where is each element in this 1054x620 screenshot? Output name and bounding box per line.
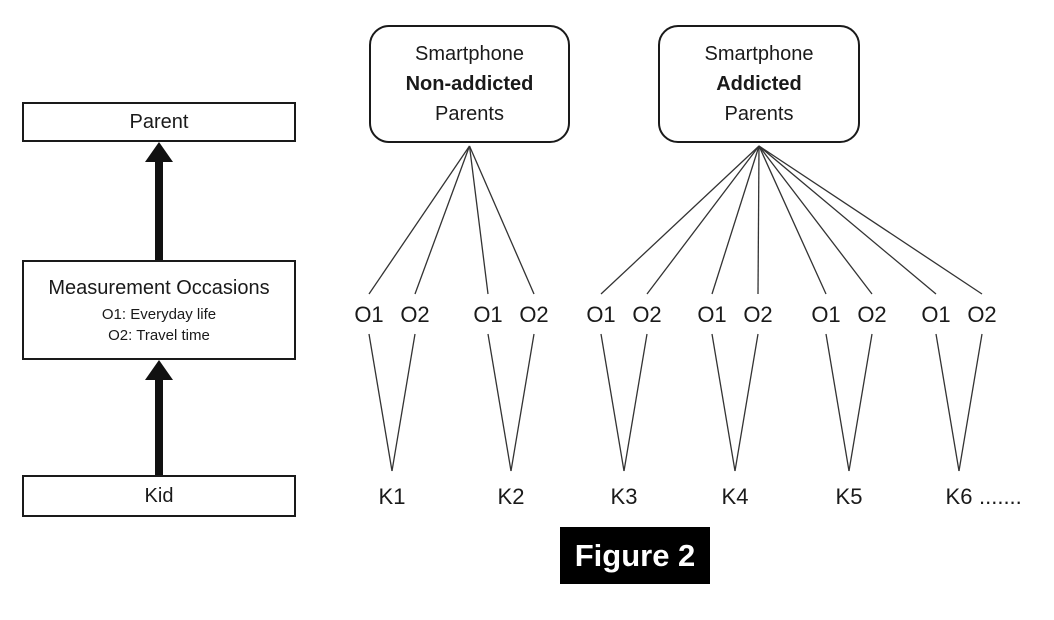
parent-box-label: Parent bbox=[129, 110, 189, 133]
connector-line bbox=[368, 145, 471, 295]
connector-line bbox=[510, 333, 535, 472]
kid-box: Kid bbox=[22, 475, 296, 517]
group-title-line: Smartphone bbox=[415, 43, 524, 65]
connector-line bbox=[758, 145, 983, 295]
occasion-label: O2 bbox=[857, 302, 887, 327]
connector-line bbox=[414, 145, 471, 295]
occasion-label: O1 bbox=[697, 302, 727, 327]
connector-line bbox=[391, 333, 416, 472]
kid-label: K5 bbox=[835, 484, 863, 509]
connector-line bbox=[646, 145, 760, 295]
arrow-shaft bbox=[155, 160, 163, 260]
kid-label: K6 bbox=[945, 484, 973, 509]
kid-label: K3 bbox=[610, 484, 638, 509]
group-title-line: Smartphone bbox=[704, 43, 814, 65]
measurement-occasions-title: Measurement Occasions bbox=[48, 276, 270, 299]
arrow-head-icon bbox=[145, 142, 173, 162]
connector-line bbox=[758, 145, 937, 295]
kid-box-label: Kid bbox=[144, 484, 174, 507]
connector-line bbox=[848, 333, 873, 472]
occasion-label: O2 bbox=[632, 302, 662, 327]
connector-line bbox=[623, 333, 648, 472]
occasion-1-description: O1: Everyday life bbox=[101, 305, 217, 323]
connector-line bbox=[600, 333, 625, 472]
connector-line bbox=[825, 333, 850, 472]
connector-line bbox=[368, 333, 393, 472]
connector-line bbox=[734, 333, 759, 472]
connector-line bbox=[711, 333, 736, 472]
group-title-line: Parents bbox=[435, 103, 504, 125]
connector-line bbox=[600, 145, 760, 295]
connector-line bbox=[468, 145, 489, 295]
occasion-label: O1 bbox=[921, 302, 951, 327]
parent-box: Parent bbox=[22, 102, 296, 142]
kid-label: K4 bbox=[721, 484, 749, 509]
group-title-line: Non-addicted bbox=[405, 73, 534, 95]
connector-line bbox=[487, 333, 512, 472]
figure-caption-label: Figure 2 bbox=[574, 537, 696, 573]
occasion-label: O1 bbox=[586, 302, 616, 327]
occasion-label: O1 bbox=[811, 302, 841, 327]
kid-label: K2 bbox=[497, 484, 525, 509]
connector-line bbox=[758, 145, 873, 295]
kid-label: K1 bbox=[378, 484, 406, 509]
figure-caption: Figure 2 bbox=[560, 527, 710, 584]
connector-line bbox=[935, 333, 960, 472]
connector-line bbox=[711, 145, 760, 295]
occasion-label: O1 bbox=[354, 302, 384, 327]
measurement-occasions-box: Measurement Occasions O1: Everyday life … bbox=[22, 260, 296, 360]
connector-line bbox=[757, 145, 760, 295]
occasion-label: O2 bbox=[519, 302, 549, 327]
occasion-label: O2 bbox=[967, 302, 997, 327]
group-title-line: Addicted bbox=[716, 73, 802, 95]
kid-ellipsis: ....... bbox=[979, 484, 1022, 509]
connector-line bbox=[468, 145, 535, 295]
arrow-shaft bbox=[155, 378, 163, 475]
occasion-label: O1 bbox=[473, 302, 503, 327]
occasion-2-description: O2: Travel time bbox=[108, 326, 210, 344]
connector-line bbox=[958, 333, 983, 472]
occasion-label: O2 bbox=[400, 302, 430, 327]
arrow-head-icon bbox=[145, 360, 173, 380]
connector-line bbox=[758, 145, 827, 295]
occasion-label: O2 bbox=[743, 302, 773, 327]
group-title-line: Parents bbox=[724, 103, 794, 125]
